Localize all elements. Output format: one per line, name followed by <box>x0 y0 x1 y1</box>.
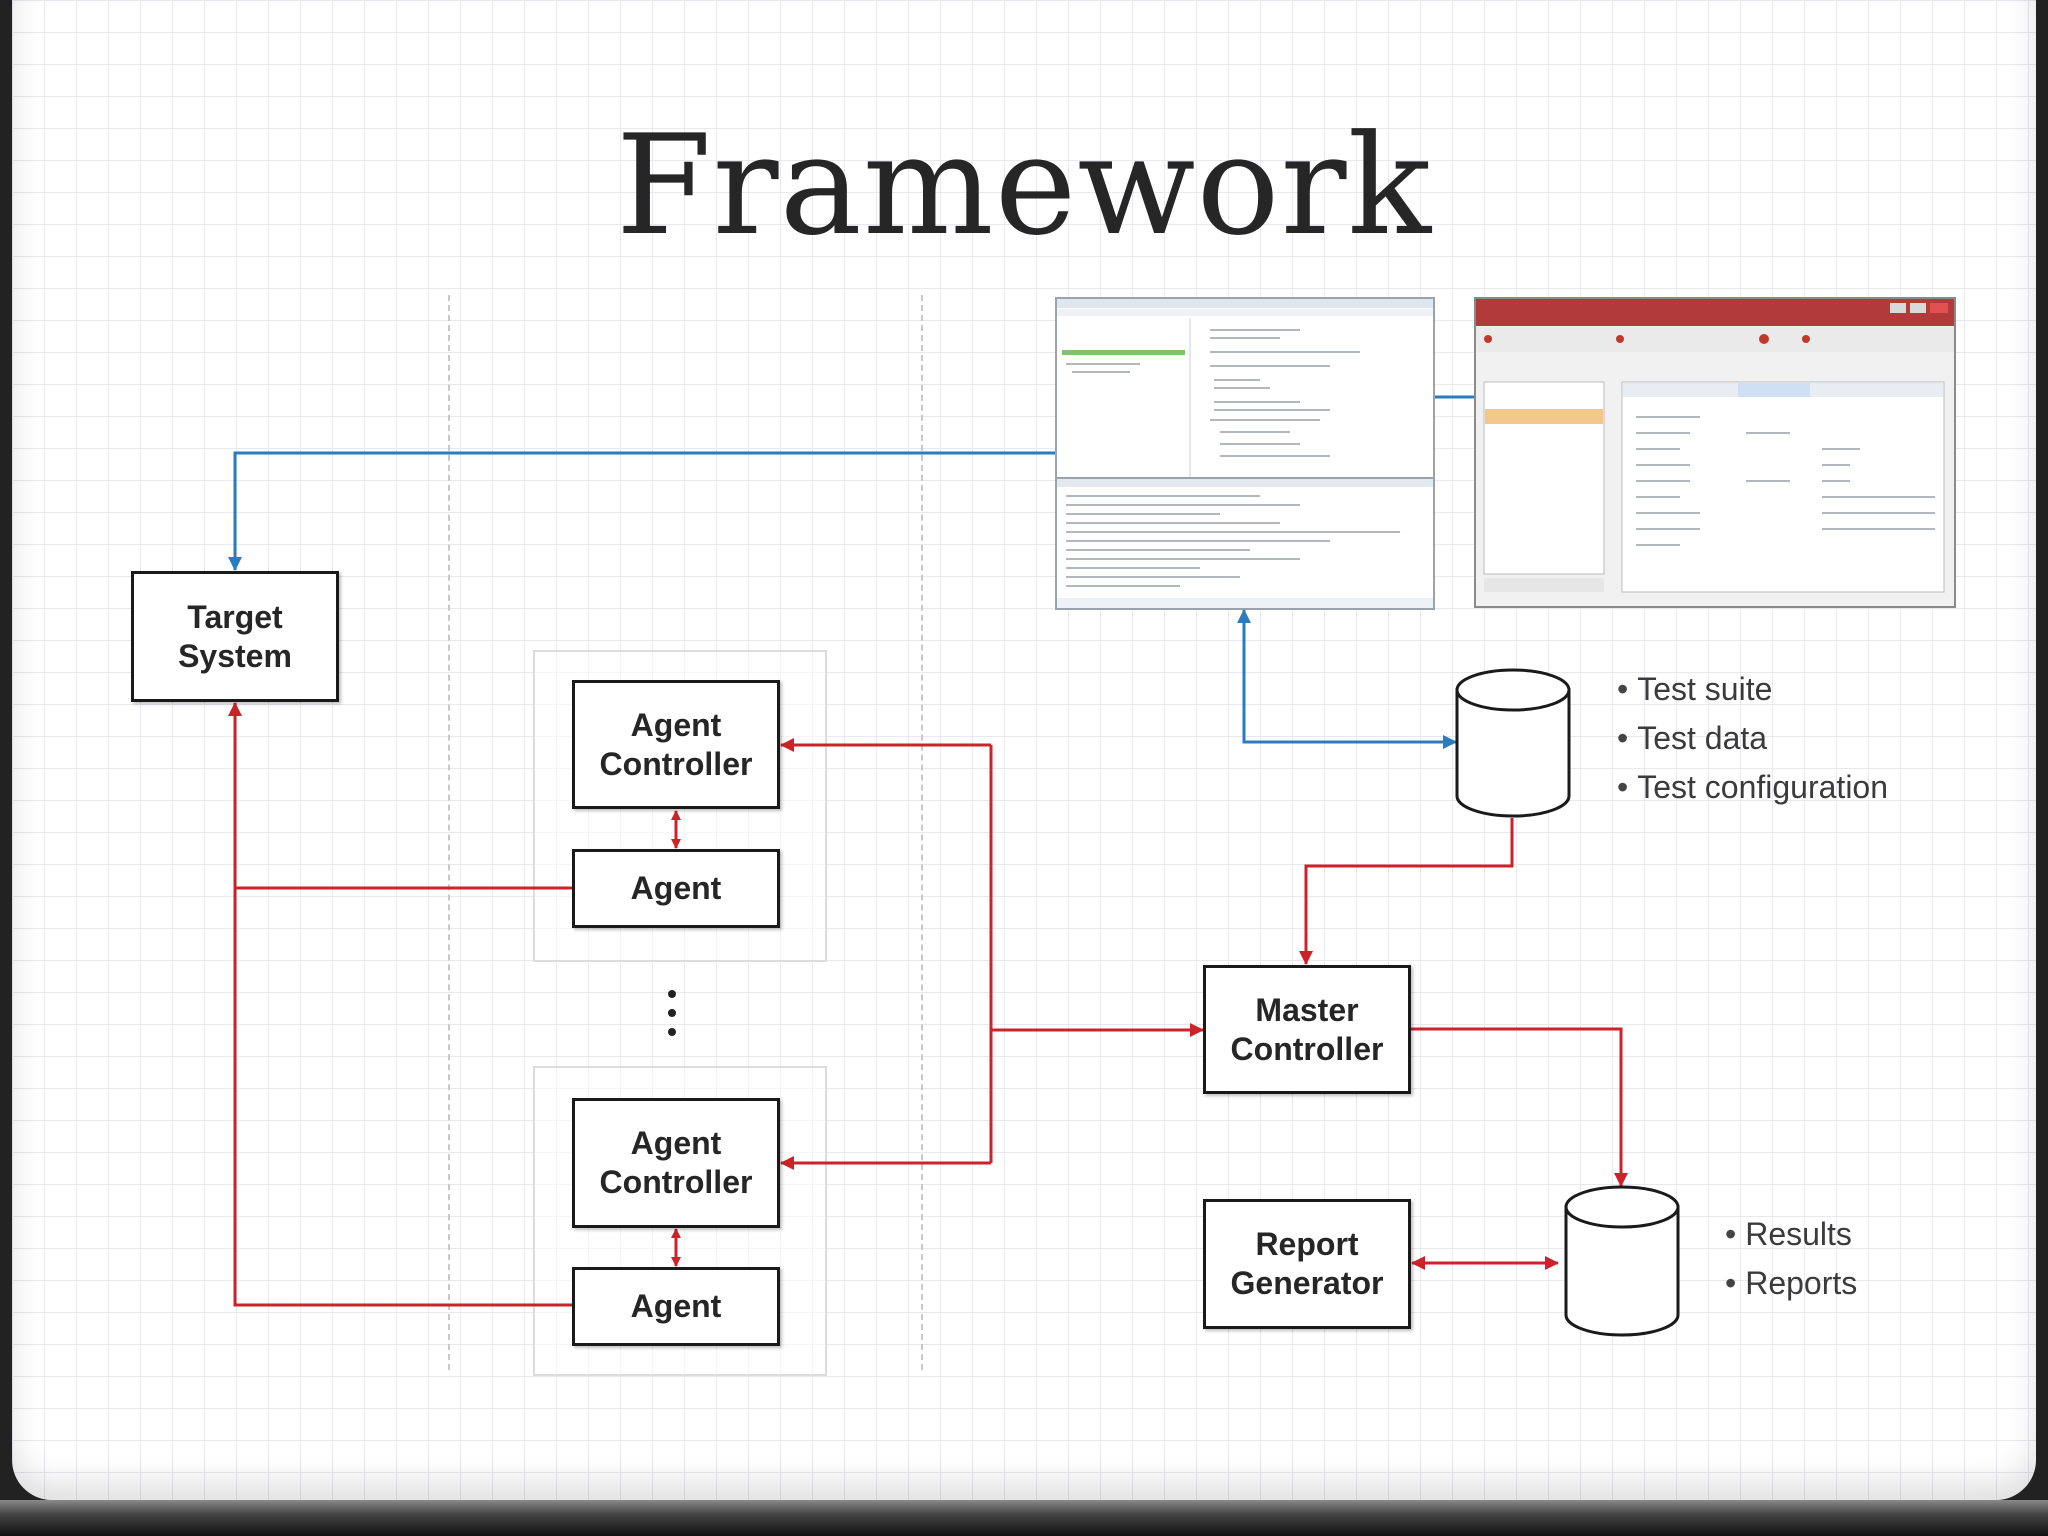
slide-title: Framework <box>615 105 1433 266</box>
test-store-database-icon <box>1455 668 1571 818</box>
more-agents-ellipsis <box>666 990 678 1036</box>
link-test-store-to-master <box>1299 818 1514 965</box>
link-agent-bottom-to-target <box>228 702 573 1307</box>
results-store-database-icon <box>1564 1185 1680 1337</box>
slide-bottom-bar <box>0 1500 2048 1536</box>
column-divider-right <box>921 295 923 1370</box>
test-store-bullets: Test suite Test data Test configuration <box>1617 665 1888 812</box>
column-divider-left <box>448 295 450 1370</box>
bullet-test-configuration: Test configuration <box>1617 763 1888 812</box>
link-ide-to-target <box>228 451 1056 571</box>
results-store-bullets: Results Reports <box>1725 1210 1857 1308</box>
link-ide-to-test-store <box>1237 609 1457 749</box>
bullet-test-suite: Test suite <box>1617 665 1888 714</box>
bullet-results: Results <box>1725 1210 1857 1259</box>
agent-top-box: Agent <box>572 849 780 928</box>
agent-bottom-box: Agent <box>572 1267 780 1346</box>
ide-screenshot-content <box>1055 297 1435 610</box>
link-master-to-results-store <box>1411 1027 1628 1187</box>
recorder-screenshot-content <box>1474 297 1956 608</box>
bullet-reports: Reports <box>1725 1259 1857 1308</box>
bullet-test-data: Test data <box>1617 714 1888 763</box>
